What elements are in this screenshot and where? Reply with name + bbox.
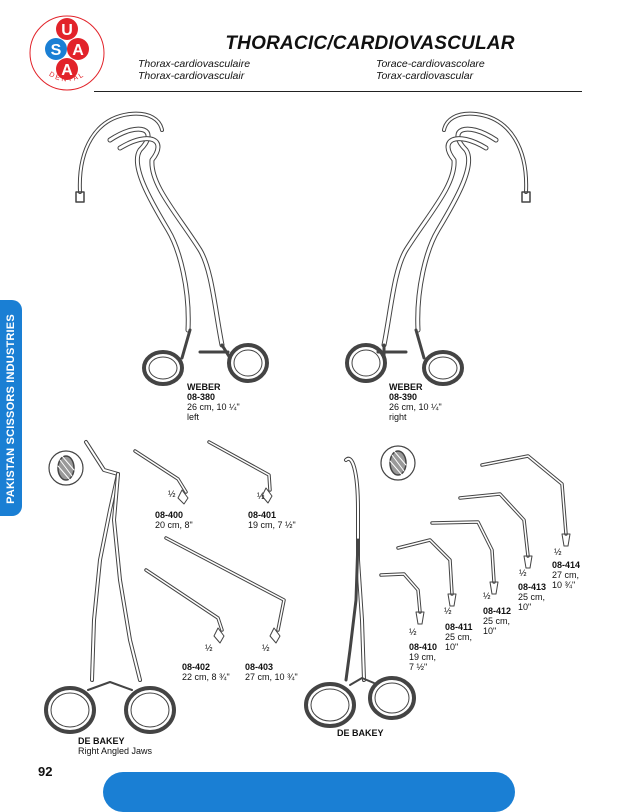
footer-bar xyxy=(103,772,515,812)
logo-letter-a2: A xyxy=(61,62,73,79)
tip-mark-08-414: ½ xyxy=(554,547,562,557)
jaw-insert-icon-left xyxy=(48,450,84,486)
product-code: 08-410 xyxy=(409,642,438,652)
label-debakey: DE BAKEY xyxy=(337,728,384,738)
product-name: WEBER xyxy=(389,382,423,392)
product-size-2: 7 ½" xyxy=(409,662,428,672)
translation-fr-nl: Thorax-cardiovasculaire Thorax-cardiovas… xyxy=(138,58,250,82)
translation-it-es: Torace-cardiovascolare Torax-cardiovascu… xyxy=(376,58,485,82)
product-size: 26 cm, 10 ¼" xyxy=(187,402,240,412)
product-size-1: 19 cm, xyxy=(409,652,437,662)
label-08-412: 08-412 25 cm, 10" xyxy=(483,606,511,636)
shaft-08-414 xyxy=(480,454,571,547)
product-size: 26 cm, 10 ¼" xyxy=(389,402,442,412)
page-number: 92 xyxy=(38,764,53,779)
product-note: left xyxy=(187,412,200,422)
tip-mark-08-400: ½ xyxy=(168,489,176,499)
logo-letter-a: A xyxy=(72,42,84,59)
product-size: 20 cm, 8" xyxy=(155,520,193,530)
tip-mark-08-412: ½ xyxy=(483,591,491,601)
product-code: 08-402 xyxy=(182,662,211,672)
product-code: 08-400 xyxy=(155,510,184,520)
label-08-403: 08-403 27 cm, 10 ¾" xyxy=(245,662,298,682)
product-code: 08-413 xyxy=(518,582,547,592)
product-code: 08-390 xyxy=(389,392,418,402)
logo-circle-s xyxy=(45,38,67,60)
label-08-401: 08-401 19 cm, 7 ½" xyxy=(248,510,296,530)
tip-mark-08-402: ½ xyxy=(205,643,213,653)
product-size-1: 25 cm, xyxy=(483,616,511,626)
label-08-411: 08-411 25 cm, 10" xyxy=(445,622,473,652)
shaft-08-413 xyxy=(458,492,533,569)
label-08-400: 08-400 20 cm, 8" xyxy=(155,510,193,530)
shaft-08-401 xyxy=(207,440,273,504)
product-code: 08-403 xyxy=(245,662,274,672)
logo-letter-u: U xyxy=(61,22,73,39)
shaft-08-403 xyxy=(164,536,286,644)
debakey-forceps xyxy=(304,456,416,728)
jaw-insert-icon-right xyxy=(380,445,416,481)
translation-es: Torax-cardiovascular xyxy=(376,70,474,82)
product-size-1: 27 cm, xyxy=(552,570,580,580)
debakey-right-angled-forceps xyxy=(44,440,176,734)
usa-dental-logo: U S A A DENTAL xyxy=(29,15,105,91)
weber-right-clamp xyxy=(345,111,531,386)
product-name: DE BAKEY xyxy=(337,728,384,738)
product-name: DE BAKEY xyxy=(78,736,125,746)
shaft-08-400 xyxy=(133,449,189,505)
product-code: 08-412 xyxy=(483,606,512,616)
product-size: 27 cm, 10 ¾" xyxy=(245,672,298,682)
product-code: 08-414 xyxy=(552,560,581,570)
page-title: THORACIC/CARDIOVASCULAR xyxy=(225,33,515,54)
product-code: 08-411 xyxy=(445,622,473,632)
label-08-402: 08-402 22 cm, 8 ¾" xyxy=(182,662,230,682)
label-08-414: 08-414 27 cm, 10 ¾" xyxy=(552,560,580,590)
product-code: 08-401 xyxy=(248,510,277,520)
label-08-390: WEBER 08-390 26 cm, 10 ¼" right xyxy=(389,382,442,422)
logo-circle-s2 xyxy=(67,38,89,60)
product-name: WEBER xyxy=(187,382,221,392)
tip-mark-08-403: ½ xyxy=(262,643,270,653)
translation-nl: Thorax-cardiovasculair xyxy=(138,70,245,82)
product-size-2: 10 ¾" xyxy=(552,580,576,590)
translation-it: Torace-cardiovascolare xyxy=(376,58,485,70)
product-size: 19 cm, 7 ½" xyxy=(248,520,296,530)
tip-mark-08-411: ½ xyxy=(444,606,452,616)
label-08-413: 08-413 25 cm, 10" xyxy=(518,582,546,612)
shaft-08-412 xyxy=(430,520,499,595)
label-08-380: WEBER 08-380 26 cm, 10 ¼" left xyxy=(187,382,240,422)
product-size-1: 25 cm, xyxy=(518,592,546,602)
translation-fr: Thorax-cardiovasculaire xyxy=(138,58,251,70)
product-note: right xyxy=(389,412,407,422)
logo-circle-u xyxy=(56,18,78,40)
label-debakey-right-angled: DE BAKEY Right Angled Jaws xyxy=(78,736,152,756)
product-size-1: 25 cm, xyxy=(445,632,473,642)
weber-left-clamp xyxy=(75,111,269,386)
shaft-08-411 xyxy=(396,538,457,607)
side-tab xyxy=(0,300,22,516)
header-divider xyxy=(94,91,582,92)
product-code: 08-380 xyxy=(187,392,216,402)
product-size-2: 10" xyxy=(518,602,532,612)
shaft-08-410 xyxy=(379,572,425,625)
label-08-410: 08-410 19 cm, 7 ½" xyxy=(409,642,437,672)
tip-mark-08-401: ½ xyxy=(257,491,265,501)
shaft-08-402 xyxy=(144,568,225,644)
product-note: Right Angled Jaws xyxy=(78,746,153,756)
tip-mark-08-413: ½ xyxy=(519,568,527,578)
product-size-2: 10" xyxy=(483,626,497,636)
tip-mark-08-410: ½ xyxy=(409,627,417,637)
product-size: 22 cm, 8 ¾" xyxy=(182,672,230,682)
logo-letters-s: S xyxy=(51,42,62,59)
logo-circle-a xyxy=(56,58,78,80)
product-size-2: 10" xyxy=(445,642,459,652)
